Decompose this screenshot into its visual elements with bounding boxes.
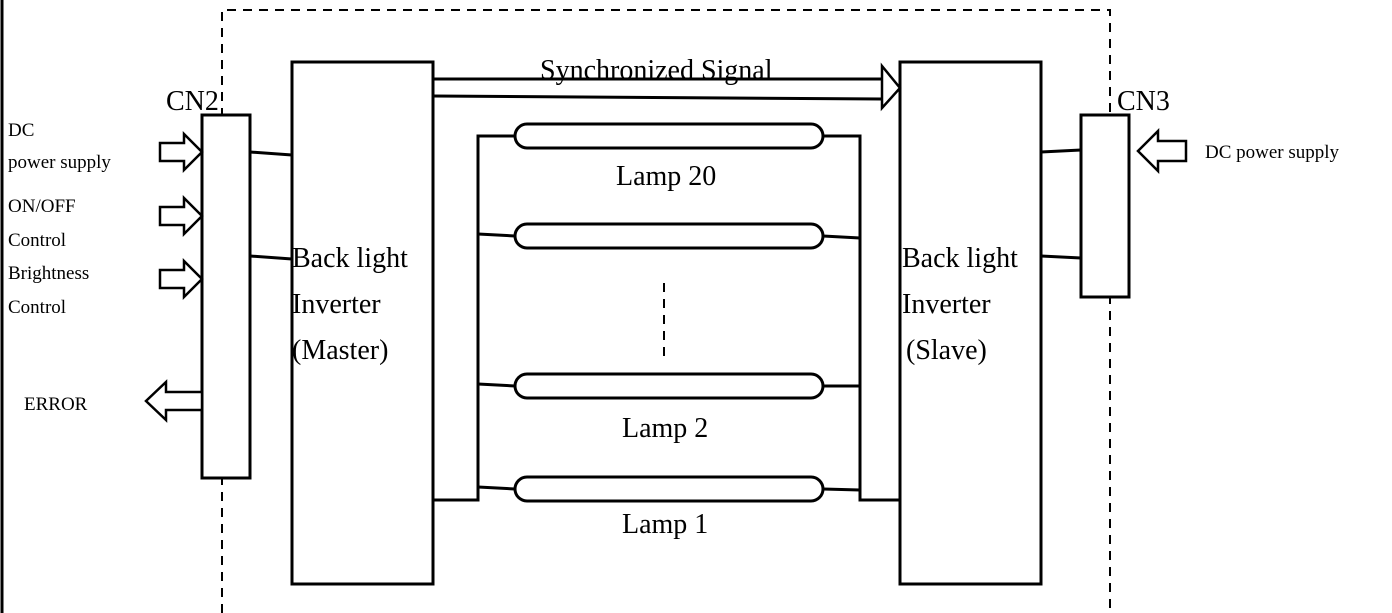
cn3-label: CN3 (1117, 86, 1170, 117)
lamp-2-label: Lamp 2 (622, 413, 708, 444)
onoff-control-input-arrow (158, 194, 204, 238)
cn2-master-wire-top (249, 150, 293, 157)
dc-power-right-label: DC power supply (1205, 142, 1340, 163)
slave-cn3-wire-top (1040, 148, 1082, 154)
cn2-connector (200, 113, 252, 480)
dc-label-2: power supply (8, 152, 111, 173)
dc-label-1: DC (8, 120, 34, 141)
brightness-label-2: Control (8, 297, 66, 318)
lamp-1-label: Lamp 1 (622, 509, 708, 540)
slave-inverter-label-1: Back light (902, 243, 1018, 274)
cn3-connector (1079, 113, 1131, 299)
slave-inverter-box (898, 60, 1043, 586)
onoff-label-2: Control (8, 230, 66, 251)
cn2-master-wire-bottom (249, 254, 293, 261)
master-inverter-label-1: Back light (292, 243, 408, 274)
synchronized-signal-arrow (432, 62, 902, 112)
module-boundary (221, 9, 1111, 613)
lamp-20-tube (513, 122, 825, 150)
lamp-20-label: Lamp 20 (616, 161, 716, 192)
error-label: ERROR (24, 394, 88, 415)
slave-lamp-rail (823, 134, 900, 502)
slave-inverter-label-3: (Slave) (906, 335, 987, 366)
error-output-arrow (144, 379, 204, 423)
lamp-middle-tube (477, 222, 861, 250)
brightness-label-1: Brightness (8, 263, 89, 284)
lamp-2-tube (477, 372, 860, 400)
lamp-1-tube (477, 475, 861, 503)
onoff-label-1: ON/OFF (8, 196, 76, 217)
synchronized-signal-label: Synchronized Signal (540, 55, 773, 86)
slave-cn3-wire-bottom (1040, 254, 1082, 260)
master-lamp-rail (433, 134, 515, 502)
dc-power-right-input-arrow (1136, 127, 1188, 175)
dc-power-input-arrow (158, 130, 204, 174)
master-inverter-label-3: (Master) (292, 335, 388, 366)
master-inverter-label-2: Inverter (292, 289, 381, 320)
brightness-control-input-arrow (158, 257, 204, 301)
slave-inverter-label-2: Inverter (902, 289, 991, 320)
master-inverter-box (290, 60, 435, 586)
cn2-label: CN2 (166, 86, 219, 117)
